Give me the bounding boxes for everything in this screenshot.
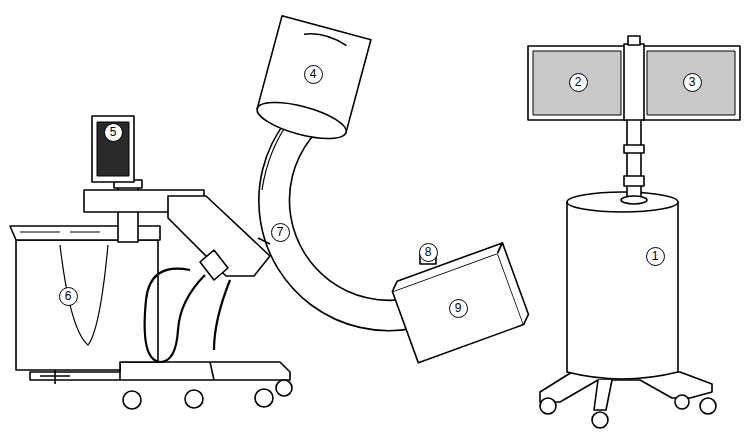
callout-text: 7 (277, 226, 284, 238)
monitor-trolley (528, 36, 740, 428)
arc-clamp (258, 238, 270, 244)
wheel (700, 398, 716, 414)
callout-number: 1 (646, 247, 665, 266)
detector-handle (304, 30, 348, 45)
x-ray-tube (390, 243, 531, 363)
touch-monitor (92, 116, 134, 182)
monitor-frame (642, 46, 740, 120)
trolley-column (567, 202, 678, 379)
detector (254, 16, 371, 146)
callout-number: 6 (59, 287, 78, 306)
mount-knob (628, 36, 640, 45)
wheel (255, 389, 273, 407)
wheel (540, 398, 556, 414)
tray-handle (20, 231, 100, 232)
pole-joint (624, 176, 644, 186)
cart-body (16, 240, 158, 370)
trolley-leg (594, 380, 612, 410)
wheel (592, 412, 608, 428)
callout-number: 8 (419, 243, 438, 262)
callout-number: 5 (104, 123, 123, 142)
callout-text: 5 (110, 126, 117, 138)
tube-side (495, 243, 531, 325)
wheel (276, 380, 292, 396)
detector-face (254, 95, 350, 146)
monitor-mount (624, 44, 644, 120)
monitor-screen (533, 51, 621, 115)
brake-pedal (40, 370, 70, 384)
cable-hook (60, 245, 108, 345)
monitor-frame (528, 46, 626, 120)
callout-number: 4 (304, 65, 323, 84)
cable (214, 280, 230, 350)
monitor-screen (97, 122, 129, 176)
column-top (567, 192, 678, 212)
wheel (675, 395, 689, 409)
c-arm (254, 16, 532, 363)
tube-top (390, 243, 505, 292)
wheel (185, 390, 203, 408)
pole-collar (621, 196, 647, 204)
callout-text: 4 (310, 68, 317, 80)
callout-text: 2 (575, 76, 582, 88)
callout-number: 9 (449, 299, 468, 318)
cable (145, 269, 205, 362)
wheel (123, 391, 141, 409)
callout-text: 8 (425, 246, 432, 258)
pole (627, 118, 641, 202)
callout-number: 7 (271, 223, 290, 242)
monitor-screen (647, 51, 735, 115)
callout-text: 3 (689, 76, 696, 88)
callout-number: 2 (569, 73, 588, 92)
pole-joint (624, 145, 644, 153)
callout-text: 1 (652, 250, 659, 262)
callout-text: 6 (65, 290, 72, 302)
callout-text: 9 (455, 302, 462, 314)
c-arm-cart (10, 116, 292, 409)
callout-number: 3 (683, 73, 702, 92)
base-detail (120, 362, 214, 380)
